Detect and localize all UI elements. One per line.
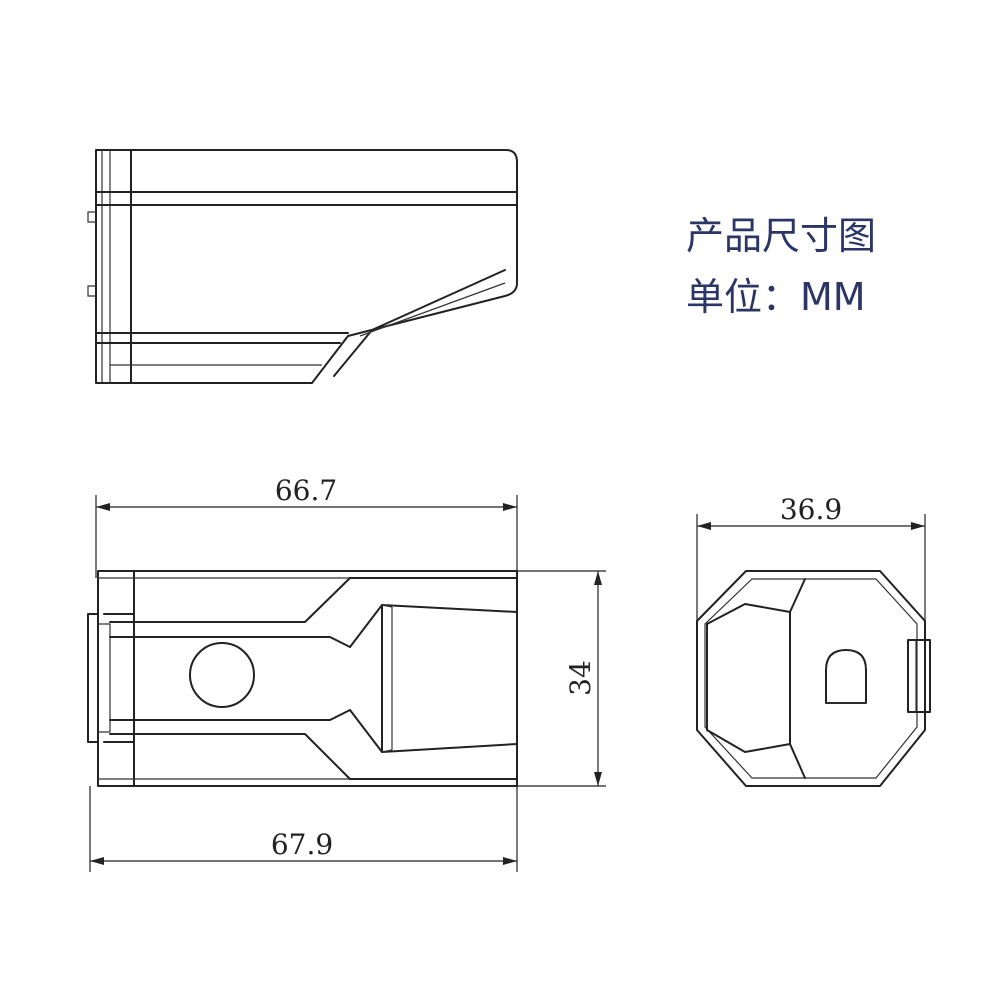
top-view-outline bbox=[95, 149, 518, 384]
unit-label: 单位： bbox=[686, 275, 801, 319]
front-view-left-tab bbox=[87, 613, 99, 743]
front-view bbox=[87, 570, 518, 787]
front-view-hole bbox=[189, 642, 255, 708]
side-view-window bbox=[825, 649, 867, 704]
top-view-clip-lower bbox=[87, 285, 96, 297]
drawing-title: 产品尺寸图 bbox=[686, 214, 877, 258]
unit-line: 单位：MM bbox=[686, 266, 866, 321]
dimension-side-width-label: 36.9 bbox=[780, 493, 842, 526]
dimension-height-label: 34 bbox=[564, 660, 597, 696]
side-view-outline bbox=[696, 570, 926, 787]
unit-value: MM bbox=[800, 275, 866, 319]
front-view-outline bbox=[97, 570, 518, 787]
side-view bbox=[696, 570, 931, 787]
dimension-bottom-width: 67.9 bbox=[89, 786, 518, 872]
side-view-clip bbox=[907, 639, 931, 713]
dimension-top-width: 66.7 bbox=[95, 474, 518, 578]
front-view-lens-housing bbox=[381, 604, 518, 753]
front-view-channel bbox=[109, 577, 518, 623]
dimension-top-width-label: 66.7 bbox=[275, 474, 337, 507]
dimension-side-width: 36.9 bbox=[696, 493, 926, 621]
top-view bbox=[87, 149, 518, 384]
top-view-chamfer bbox=[333, 269, 506, 377]
dimension-bottom-width-label: 67.9 bbox=[271, 828, 333, 861]
dimension-height: 34 bbox=[517, 570, 606, 787]
side-view-lens-face bbox=[706, 603, 791, 753]
top-view-clip-upper bbox=[87, 211, 96, 223]
